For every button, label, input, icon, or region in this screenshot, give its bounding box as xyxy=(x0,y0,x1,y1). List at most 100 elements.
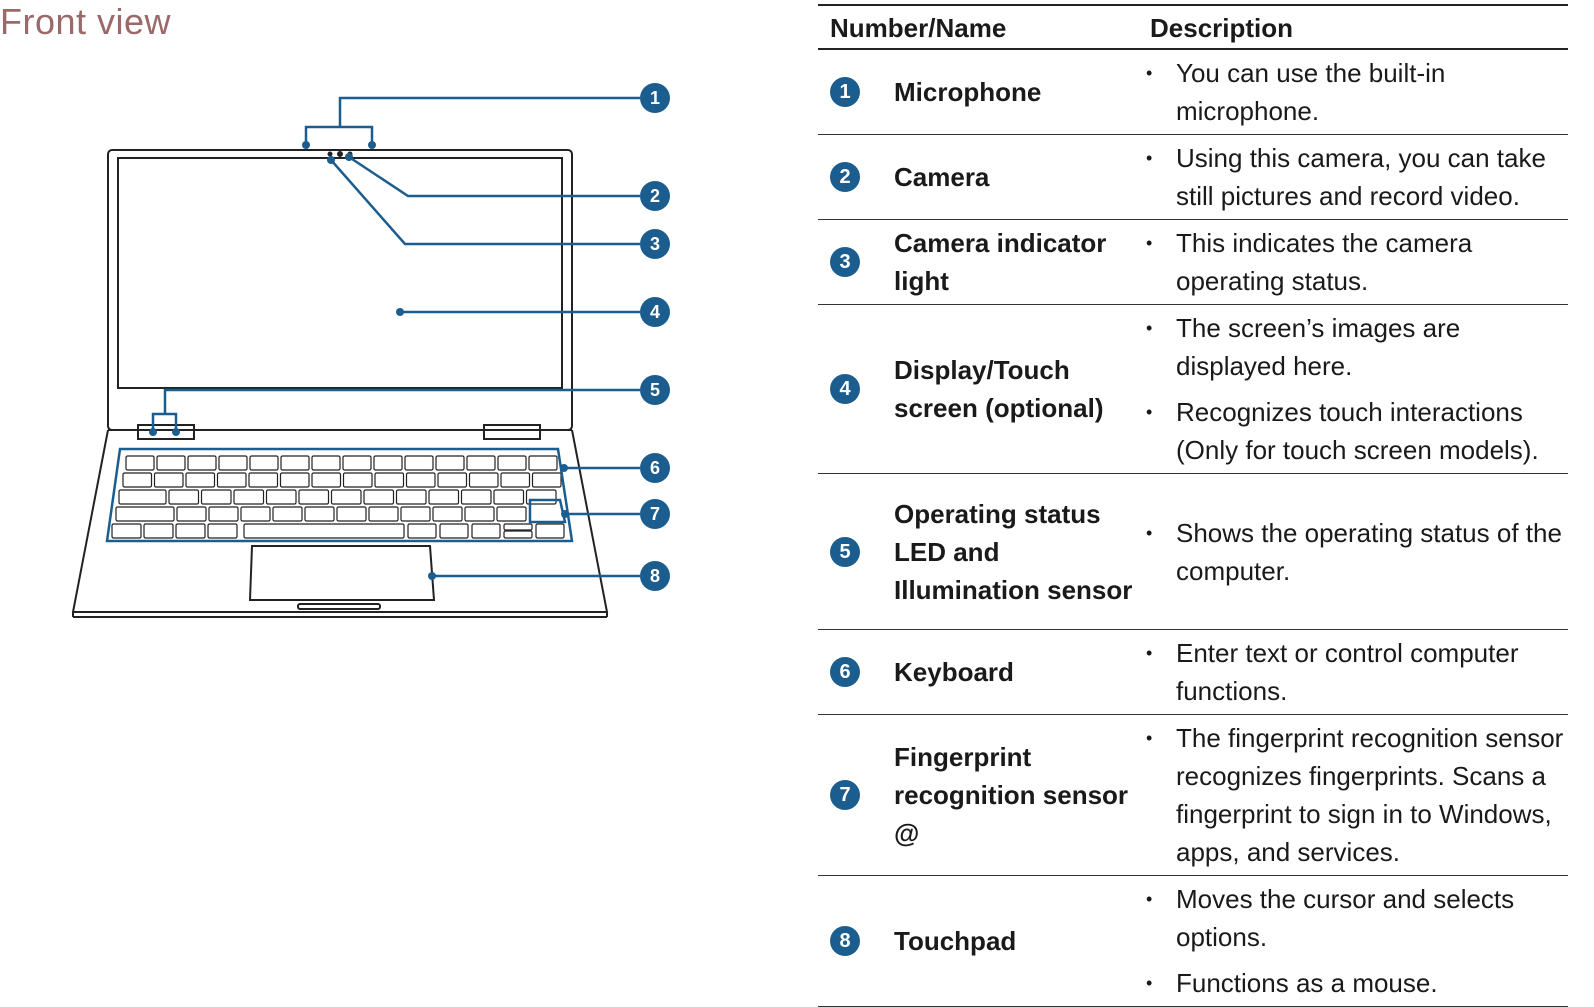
component-name: Fingerprint recognition sensor xyxy=(894,742,1129,810)
keyboard-key xyxy=(496,506,527,522)
table-row: 8TouchpadMoves the cursor and selects op… xyxy=(818,875,1568,1007)
row-description-cell: Enter text or control computer functions… xyxy=(1146,629,1568,715)
callout-badge-4: 4 xyxy=(640,297,670,327)
callout-line-5 xyxy=(163,388,640,414)
callout-badge-2: 2 xyxy=(640,181,670,211)
keyboard-key xyxy=(233,489,265,505)
keyboard-key xyxy=(122,472,153,488)
svg-text:4: 4 xyxy=(650,302,660,322)
keyboard-key xyxy=(240,506,271,522)
speaker-grille xyxy=(483,424,541,440)
keyboard-keys xyxy=(111,455,565,539)
description-item: Functions as a mouse. xyxy=(1146,964,1568,1002)
table-row: 2CameraUsing this camera, you can take s… xyxy=(818,134,1568,220)
svg-text:2: 2 xyxy=(650,186,660,206)
row-number-cell: 6 xyxy=(818,629,893,715)
status-led-housing xyxy=(137,424,195,440)
description-item: Enter text or control computer functions… xyxy=(1146,634,1568,710)
keyboard-key xyxy=(249,455,279,471)
row-number-cell: 2 xyxy=(818,134,893,220)
keyboard-key xyxy=(208,506,239,522)
callout-badges: 1 2 3 4 5 6 7 8 xyxy=(640,83,670,591)
fingerprint-highlight xyxy=(528,498,567,524)
keyboard-key xyxy=(176,506,207,522)
row-number-cell: 1 xyxy=(818,49,893,135)
callout-badge-6: 6 xyxy=(640,453,670,483)
touchpad-outline xyxy=(248,545,436,601)
component-table: Number/Name Description 1 Microphone You c… xyxy=(818,4,1568,1007)
row-description-cell: Shows the operating status of the comput… xyxy=(1146,473,1568,630)
keyboard-key xyxy=(400,506,431,522)
keyboard-key xyxy=(143,523,174,539)
table-row: 5 Operating status LED and Illumination s… xyxy=(818,473,1568,630)
keyboard-key xyxy=(111,523,142,539)
keyboard-key xyxy=(497,455,527,471)
description-list: You can use the built-in microphone. xyxy=(1146,54,1568,130)
keyboard-key xyxy=(535,523,565,539)
page-title: Front view xyxy=(0,1,172,42)
description-item: Moves the cursor and selects options. xyxy=(1146,880,1568,956)
keyboard-key xyxy=(493,489,525,505)
hinge-notch xyxy=(297,603,381,610)
keyboard-key xyxy=(156,455,186,471)
table-header-row: Number/Name Description xyxy=(818,4,1568,50)
laptop-outline xyxy=(71,149,609,618)
keyboard-key xyxy=(336,506,367,522)
keyboard-key xyxy=(218,455,248,471)
keyboard-key xyxy=(248,472,279,488)
number-badge: 2 xyxy=(830,162,860,192)
row-name-cell: Display/Touch screen (optional) xyxy=(893,304,1146,474)
base-outline xyxy=(71,429,609,613)
keyboard-key xyxy=(304,506,335,522)
callout-badge-3: 3 xyxy=(640,229,670,259)
component-name: Operating status LED and Illumination se… xyxy=(894,498,1133,605)
svg-text:1: 1 xyxy=(650,88,660,108)
description-item: The fingerprint recognition sensor recog… xyxy=(1146,719,1568,871)
keyboard-key xyxy=(468,472,499,488)
keyboard-key xyxy=(404,455,434,471)
keyboard-key xyxy=(265,489,297,505)
callout-badge-8: 8 xyxy=(640,561,670,591)
keyboard-key xyxy=(503,530,533,539)
laptop-front-diagram: 1 2 3 4 5 6 7 8 xyxy=(71,83,670,618)
svg-text:5: 5 xyxy=(650,380,660,400)
number-badge: 8 xyxy=(830,926,860,956)
number-badge: 6 xyxy=(830,657,860,687)
row-description-cell: Using this camera, you can take still pi… xyxy=(1146,134,1568,220)
callout-badge-5: 5 xyxy=(640,375,670,405)
table-row: 6KeyboardEnter text or control computer … xyxy=(818,629,1568,715)
keyboard-key xyxy=(311,472,342,488)
callout-line-1 xyxy=(338,96,640,127)
keyboard-key xyxy=(279,472,310,488)
description-item: This indicates the camera operating stat… xyxy=(1146,224,1568,300)
keyboard-key xyxy=(503,523,533,531)
number-badge: 1 xyxy=(830,77,860,107)
description-item: You can use the built-in microphone. xyxy=(1146,54,1568,130)
description-list: The fingerprint recognition sensor recog… xyxy=(1146,719,1568,871)
description-item: Shows the operating status of the comput… xyxy=(1146,514,1568,590)
keyboard-key xyxy=(311,455,341,471)
number-badge: 5 xyxy=(830,536,860,567)
keyboard-key xyxy=(471,523,501,539)
row-name-cell: Microphone xyxy=(893,49,1146,135)
keyboard-key xyxy=(280,455,310,471)
column-header-description: Description xyxy=(1146,4,1568,50)
component-name: Camera indicator light xyxy=(894,228,1107,296)
callout-dots xyxy=(149,141,569,580)
description-list: This indicates the camera operating stat… xyxy=(1146,224,1568,300)
keyboard-key xyxy=(185,472,216,488)
number-badge: 3 xyxy=(830,247,860,277)
keyboard-key xyxy=(395,489,427,505)
component-name: Microphone xyxy=(894,77,1042,107)
component-name: Display/Touch screen (optional) xyxy=(894,355,1104,423)
callout-line-2 xyxy=(348,155,640,198)
keyboard-key xyxy=(466,455,496,471)
keyboard-key xyxy=(437,472,468,488)
row-description-cell: The screen’s images are displayed here.R… xyxy=(1146,304,1568,474)
keyboard-key xyxy=(115,506,175,522)
description-item: Recognizes touch interactions (Only for … xyxy=(1146,393,1568,469)
keyboard-key xyxy=(407,523,437,539)
keyboard-key xyxy=(531,472,562,488)
